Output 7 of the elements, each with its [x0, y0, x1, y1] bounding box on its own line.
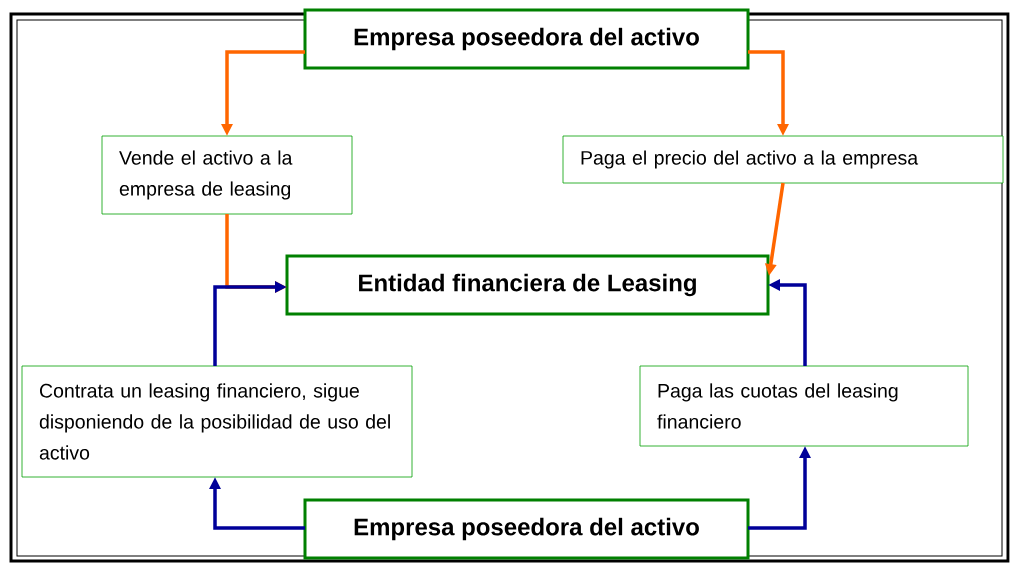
text-box: Contrata un leasing financiero, sigue disponiendo de la posibilidad de uso del activo: [21, 365, 413, 478]
title-box: Entidad financiera de Leasing: [285, 254, 770, 316]
title-box: Empresa poseedora del activo: [303, 8, 750, 70]
text-box: Paga el precio del activo a la empresa: [562, 135, 1004, 184]
text-box: Vende el activo a la empresa de leasing: [101, 135, 353, 215]
text-box: Paga las cuotas del leasing financiero: [639, 365, 969, 447]
title-box: Empresa poseedora del activo: [303, 498, 750, 560]
